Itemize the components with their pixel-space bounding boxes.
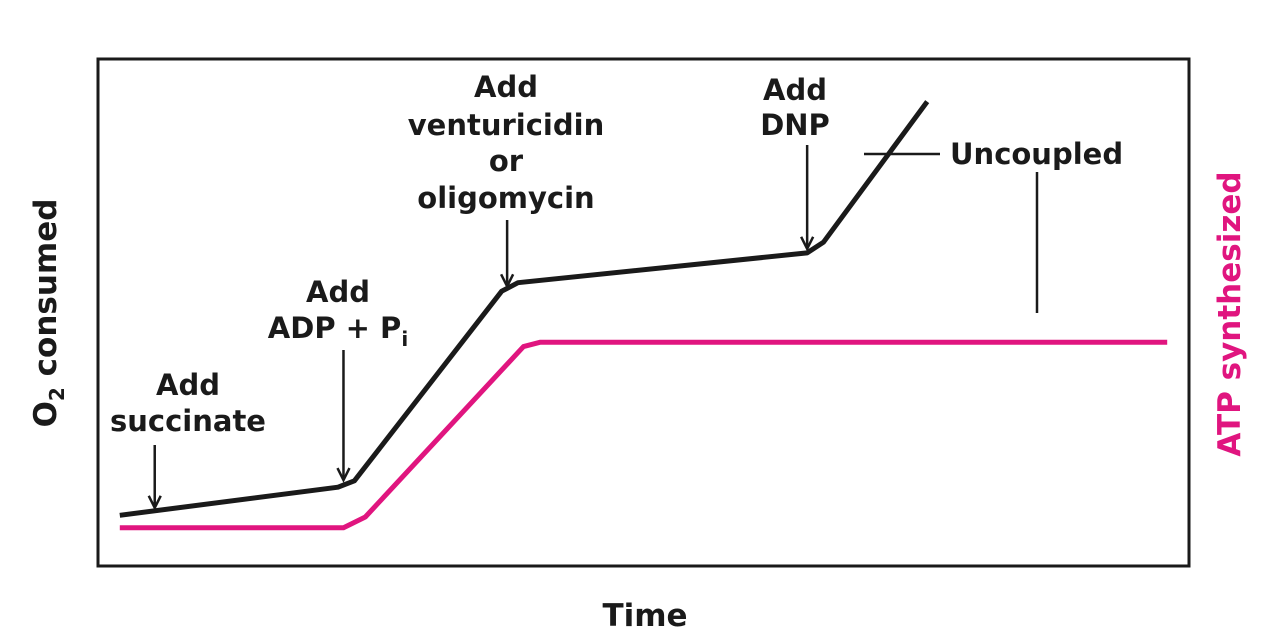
succinate-label-line-2: succinate [110,404,266,438]
uncoupled-label: Uncoupled [950,137,1123,171]
dnp-label-line-1: Add [763,73,827,107]
adp-label-line-1: Add [306,275,370,309]
succinate-label-line-1: Add [156,368,220,402]
atp-line [119,339,1168,531]
chart-frame [96,57,1191,568]
succinate-arrowhead [147,495,162,511]
dnp-label-line-2: DNP [760,108,830,142]
chart-marks [119,100,1168,531]
adp-label-line-2: ADP + Pi [268,311,408,351]
oligo-label-line-1: Add [474,70,538,104]
oligo-label-line-3: or [489,144,524,178]
oligo-label-line-2: venturicidin [408,108,604,142]
y-axis-left-title: O2 consumed [28,199,69,428]
o2-line [119,100,930,518]
dnp-arrowhead [800,236,815,252]
x-axis-title: Time [602,598,687,634]
y-axis-right-title: ATP synthesized [1212,171,1248,456]
oligo-arrowhead [500,273,515,290]
adp-arrowhead [336,467,351,483]
oligo-label-line-4: oligomycin [417,181,594,215]
